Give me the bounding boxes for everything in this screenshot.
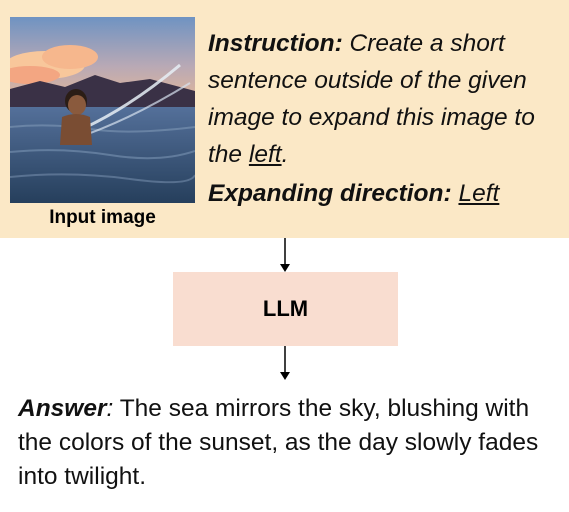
instruction-suffix: . — [281, 141, 289, 168]
instruction-body: Create a short sentence outside of the g… — [208, 30, 535, 168]
expanding-direction: Expanding direction: Left — [208, 180, 553, 208]
answer-body: The sea mirrors the sky, blushing with t… — [18, 395, 539, 490]
arrow-to-llm — [280, 238, 290, 272]
llm-label: LLM — [262, 296, 309, 321]
direction-value: Left — [458, 180, 500, 207]
answer-label: Answer — [18, 395, 107, 422]
instruction-text: Instruction: Create a short sentence out… — [208, 25, 553, 173]
llm-box: LLM — [173, 272, 398, 346]
instruction-label: Instruction: — [208, 30, 343, 57]
answer-colon: : — [106, 395, 114, 422]
instruction-emphasis: left — [248, 141, 282, 168]
answer-text: Answer: The sea mirrors the sky, blushin… — [18, 392, 558, 494]
arrow-to-answer — [280, 346, 290, 380]
direction-label: Expanding direction: — [208, 180, 452, 207]
input-image-caption: Input image — [49, 207, 156, 228]
input-image — [10, 17, 195, 203]
